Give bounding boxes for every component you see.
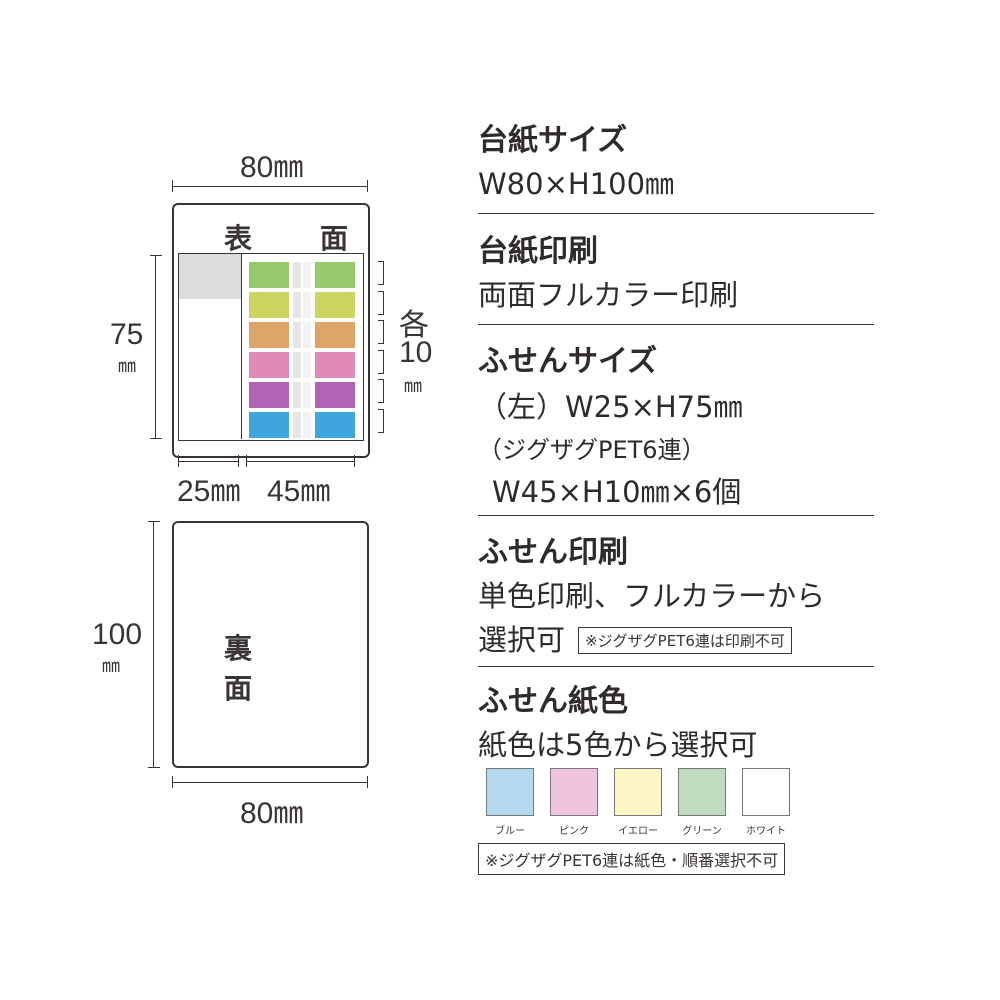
strip-2-right <box>315 292 355 318</box>
strip-tick-6 <box>378 408 384 433</box>
strip-tick-1 <box>378 261 384 285</box>
swatch-4 <box>678 768 726 816</box>
left-width-end-right <box>238 455 239 467</box>
divider-1 <box>478 213 874 214</box>
swatch-label-5: ホワイト <box>746 826 786 837</box>
each-unit: ㎜ <box>404 376 422 396</box>
back-title: 裏 面 <box>224 632 321 705</box>
strip-5-right <box>315 382 355 408</box>
strip-2-left <box>249 292 289 318</box>
back-width-label: 80㎜ <box>240 797 304 830</box>
right-width-line <box>246 461 354 462</box>
strip-6-gap-b <box>303 412 311 438</box>
strip-5-gap-b <box>303 382 311 408</box>
strip-3-left <box>249 322 289 348</box>
front-width-end-right <box>367 180 368 192</box>
left-fusen-divider <box>241 254 242 439</box>
divider-3 <box>478 515 874 516</box>
front-card: 表 面 <box>172 203 370 458</box>
fusen-print-title: ふせん印刷 <box>478 535 628 570</box>
strip-3-gap-b <box>303 322 311 348</box>
strip-4-gap-b <box>303 352 311 378</box>
strip-1-gap-a <box>293 262 301 288</box>
left-fusen-header <box>179 254 241 299</box>
strip-1-gap-b <box>303 262 311 288</box>
front-height-end-top <box>150 255 162 256</box>
back-width-end-right <box>367 776 368 788</box>
divider-2 <box>478 324 874 325</box>
back-width-end-left <box>172 776 173 788</box>
swatch-label-2: ピンク <box>559 826 589 837</box>
paper-color-note: ※ジグザグPET6連は紙色・順番選択不可 <box>478 843 786 875</box>
board-size-title: 台紙サイズ <box>478 123 628 158</box>
swatch-5 <box>742 768 790 816</box>
fusen-print-line2: 選択可 <box>478 623 566 657</box>
left-width-label: 25㎜ <box>177 475 241 508</box>
each-num: 10 <box>399 336 433 369</box>
paper-color-title: ふせん紙色 <box>478 684 628 719</box>
back-height-end-top <box>148 521 160 522</box>
strip-tick-4 <box>378 349 384 374</box>
back-height-end-bottom <box>148 767 160 768</box>
right-width-end-right <box>354 455 355 467</box>
swatch-label-3: イエロー <box>618 826 658 837</box>
front-title: 表 面 <box>224 222 369 255</box>
front-width-line <box>172 186 368 187</box>
strip-5-gap-a <box>293 382 301 408</box>
strip-4-left <box>249 352 289 378</box>
front-width-label: 80㎜ <box>240 151 304 184</box>
strip-3-gap-a <box>293 322 301 348</box>
strip-3-right <box>315 322 355 348</box>
swatch-label-1: ブルー <box>495 826 525 837</box>
divider-4 <box>478 666 874 667</box>
strip-1-left <box>249 262 289 288</box>
strip-1-right <box>315 262 355 288</box>
swatch-1 <box>486 768 534 816</box>
strip-4-gap-a <box>293 352 301 378</box>
each-label: 各 <box>399 309 429 342</box>
front-width-end-left <box>172 180 173 192</box>
right-width-end-left <box>246 455 247 467</box>
strip-2-gap-b <box>303 292 311 318</box>
strip-tick-5 <box>378 379 384 403</box>
strip-6-left <box>249 412 289 438</box>
front-height-num: 75 <box>110 318 144 351</box>
board-print-value: 両面フルカラー印刷 <box>478 278 739 312</box>
front-inner-area <box>178 253 364 441</box>
back-card: 裏 面 <box>172 521 369 768</box>
left-width-end-left <box>178 455 179 467</box>
front-height-end-bottom <box>150 438 162 439</box>
front-height-unit: ㎜ <box>118 356 136 376</box>
fusen-print-line1: 単色印刷、フルカラーから <box>478 579 826 613</box>
board-size-value: W80×H100㎜ <box>478 167 675 201</box>
fusen-print-note: ※ジグザグPET6連は印刷不可 <box>578 627 792 654</box>
strip-5-left <box>249 382 289 408</box>
right-width-label: 45㎜ <box>267 475 331 508</box>
front-height-line <box>155 255 156 438</box>
back-width-line <box>172 782 368 783</box>
board-print-title: 台紙印刷 <box>478 234 598 269</box>
back-height-line <box>153 521 154 767</box>
back-height-unit: ㎜ <box>102 656 120 676</box>
fusen-size-line1: （左）W25×H75㎜ <box>478 390 743 424</box>
fusen-size-line3: W45×H10㎜×6個 <box>492 475 742 509</box>
swatch-label-4: グリーン <box>682 826 722 837</box>
left-width-line <box>178 461 238 462</box>
strip-4-right <box>315 352 355 378</box>
strip-tick-2 <box>378 290 384 315</box>
strip-6-right <box>315 412 355 438</box>
strip-6-gap-a <box>293 412 301 438</box>
strip-tick-3 <box>378 320 384 344</box>
swatch-3 <box>614 768 662 816</box>
fusen-size-line2: （ジグザグPET6連） <box>478 436 706 464</box>
back-height-num: 100 <box>92 618 143 651</box>
swatch-2 <box>550 768 598 816</box>
fusen-size-title: ふせんサイズ <box>478 344 658 379</box>
paper-color-value: 紙色は5色から選択可 <box>478 728 758 762</box>
strip-2-gap-a <box>293 292 301 318</box>
